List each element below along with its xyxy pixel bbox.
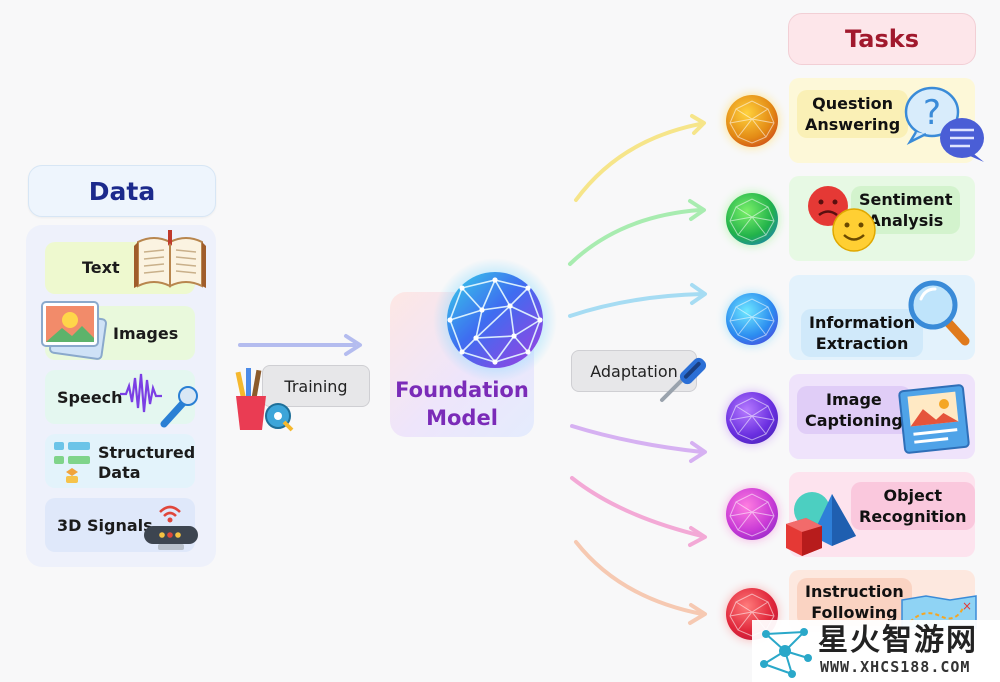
foundation-model-line2: Model	[390, 404, 534, 432]
data-item-label: Speech	[57, 388, 123, 407]
tasks-panel-title: Tasks	[788, 13, 976, 65]
data-item-label: Structured Data	[98, 443, 195, 483]
neural-globe-icon	[432, 258, 562, 386]
data-item-label: Images	[113, 324, 178, 343]
watermark-brand: 星火智游网	[818, 624, 978, 658]
task-label-line1: Question	[805, 93, 900, 114]
task-label-line1: Image	[805, 389, 903, 410]
router-icon	[140, 500, 200, 554]
arrow-information-extraction	[570, 294, 702, 316]
picture-caption-icon	[898, 384, 970, 454]
network-logo-icon	[756, 622, 814, 680]
watermark-url: WWW.XHCS188.COM	[820, 658, 970, 676]
magnifier-icon	[905, 277, 971, 347]
3d-shapes-icon	[782, 488, 860, 558]
foundation-model-label: Foundation Model	[390, 376, 534, 432]
emoji-faces-icon	[804, 182, 884, 256]
flowchart-icon	[52, 440, 92, 484]
task-label-line2: Recognition	[859, 506, 967, 527]
arrow-image-captioning	[572, 426, 702, 452]
task-label-line1: Information	[809, 312, 915, 333]
arrow-question-answering	[576, 124, 700, 200]
svg-text:×: ×	[962, 599, 972, 613]
open-book-icon	[132, 226, 208, 292]
microphone-wave-icon	[118, 368, 202, 430]
question-chat-icon: ?	[898, 84, 990, 166]
task-label: Question Answering	[797, 90, 908, 138]
arrow-instruction-following	[576, 542, 702, 614]
task-label-line2: Captioning	[805, 410, 903, 431]
art-supplies-icon	[232, 364, 296, 434]
data-item-label-line1: Structured	[98, 443, 195, 463]
arrow-sentiment-analysis	[570, 210, 700, 264]
task-label-line2: Answering	[805, 114, 900, 135]
data-item-label: 3D Signals	[57, 516, 153, 535]
data-item-label: Text	[82, 258, 120, 277]
task-label-line2: Extraction	[809, 333, 915, 354]
task-label: Instruction Following	[797, 578, 912, 626]
training-arrow	[236, 332, 366, 358]
arrow-object-recognition	[572, 478, 702, 536]
orb-mesh-overlay	[726, 95, 778, 640]
task-label-line1: Object	[859, 485, 967, 506]
image-stack-icon	[38, 296, 110, 362]
data-panel-title: Data	[28, 165, 216, 217]
data-item-label-line2: Data	[98, 463, 195, 483]
svg-text:?: ?	[923, 93, 941, 133]
adaptation-arrows	[560, 100, 720, 630]
task-label: Image Captioning	[797, 386, 911, 434]
foundation-model-line1: Foundation	[390, 376, 534, 404]
task-label: Object Recognition	[851, 482, 975, 530]
task-label-line1: Instruction	[805, 581, 904, 602]
